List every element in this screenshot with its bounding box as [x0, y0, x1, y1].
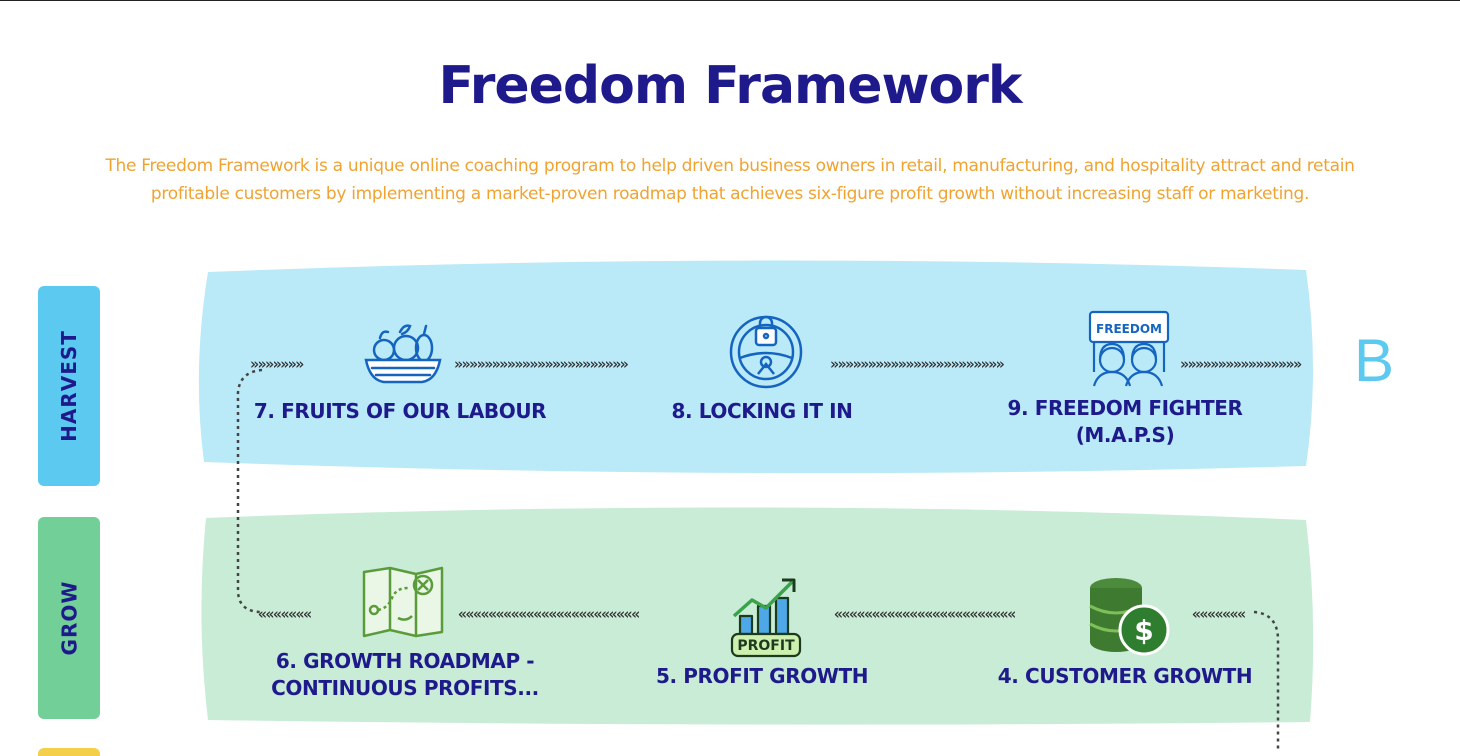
- harvest-band: [198, 260, 1313, 474]
- subtitle-line-2: profitable customers by implementing a m…: [150, 184, 1310, 204]
- step-9-label-line-1: 9. FREEDOM FIGHTER: [1007, 396, 1243, 420]
- arrow-right-1: »»»»»»»: [250, 355, 304, 373]
- step-6-label-line-1: 6. GROWTH ROADMAP -: [275, 649, 535, 673]
- lock-steering-icon: [729, 315, 803, 389]
- step-5-label: 5. PROFIT GROWTH: [655, 664, 869, 688]
- freedom-sign-text: FREEDOM: [1096, 322, 1162, 336]
- step-6-label-line-2: CONTINUOUS PROFITS...: [271, 676, 539, 700]
- treasure-map-icon: [362, 566, 444, 638]
- arrow-right-2: »»»»»»»»»»»»»»»»»»»»»»»: [454, 355, 629, 373]
- arrow-left-1: «««««««: [258, 605, 312, 623]
- arrow-right-4: »»»»»»»»»»»»»»»»: [1180, 355, 1302, 373]
- stage-tab-next: [38, 748, 100, 756]
- arrow-left-2: ««««««««««««««««««««««««: [458, 605, 640, 623]
- arrow-left-4: «««««««: [1192, 605, 1246, 623]
- connector-right: [1253, 610, 1280, 752]
- freedom-sign-icon: FREEDOM: [1088, 310, 1170, 387]
- arrow-left-3: ««««««««««««««««««««««««: [834, 605, 1016, 623]
- coins-dollar-icon: $: [1089, 578, 1170, 656]
- fruit-basket-icon: [364, 324, 442, 384]
- stage-tab-harvest: HARVEST: [38, 286, 100, 486]
- step-9-label-line-2: (M.A.P.S): [1075, 423, 1175, 447]
- step-7-label: 7. FRUITS OF OUR LABOUR: [253, 399, 547, 423]
- stage-label-harvest: HARVEST: [57, 330, 81, 442]
- stage-label-grow: GROW: [57, 580, 82, 656]
- top-border: [0, 0, 1460, 1]
- svg-text:$: $: [1134, 614, 1153, 647]
- profit-chart-icon: PROFIT: [730, 578, 802, 658]
- profit-chart-text: PROFIT: [737, 638, 795, 654]
- end-marker: B: [1354, 327, 1395, 394]
- stage-tab-grow: GROW: [38, 517, 100, 719]
- page-subtitle: The Freedom Framework is a unique online…: [60, 152, 1400, 208]
- step-9-label: 9. FREEDOM FIGHTER (M.A.P.S): [990, 395, 1260, 449]
- subtitle-line-1: The Freedom Framework is a unique online…: [105, 156, 1355, 176]
- step-4-label: 4. CUSTOMER GROWTH: [997, 664, 1253, 688]
- arrow-right-3: »»»»»»»»»»»»»»»»»»»»»»»: [830, 355, 1005, 373]
- step-8-label: 8. LOCKING IT IN: [671, 399, 853, 423]
- step-6-label: 6. GROWTH ROADMAP - CONTINUOUS PROFITS..…: [250, 648, 560, 702]
- page-title: Freedom Framework: [438, 56, 1023, 116]
